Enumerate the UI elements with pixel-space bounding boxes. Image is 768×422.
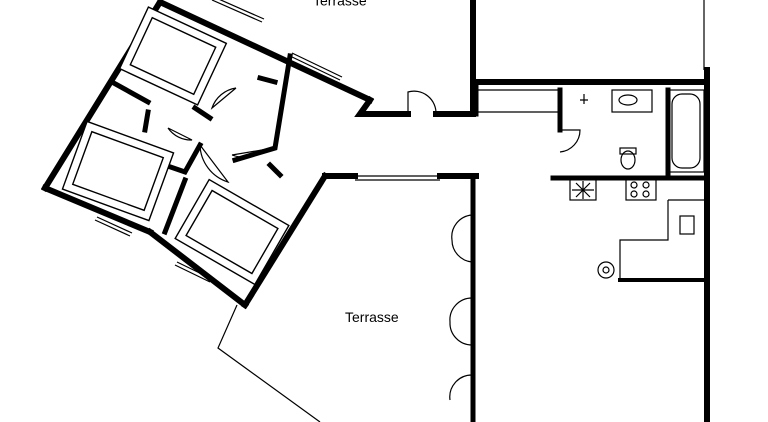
bed (174, 178, 290, 286)
patio-doors (449, 214, 473, 401)
terrace-label-bottom: Terrasse (345, 309, 399, 325)
bed (61, 120, 175, 222)
terrace-label-top: Terrasse (313, 0, 367, 9)
bathroom-fixtures (559, 89, 705, 173)
kitchen-fixtures (569, 177, 704, 280)
bedroom-wing-walls (40, 0, 479, 310)
door-swings (167, 87, 437, 184)
terrace-boundaries (217, 0, 705, 422)
bed (118, 6, 228, 106)
